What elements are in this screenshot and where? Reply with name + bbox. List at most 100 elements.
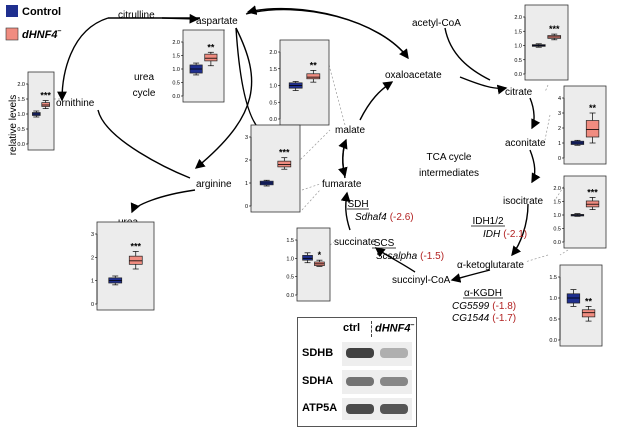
blot-strip-sdhb bbox=[342, 342, 412, 366]
significance-stars: *** bbox=[587, 187, 598, 197]
tick-label: 1.5 bbox=[269, 67, 277, 73]
tick-label: 0 bbox=[91, 302, 94, 308]
western-blot-panel: ctrl dHNF4– SDHB SDHA ATP5A bbox=[297, 317, 417, 427]
tick-label: 0.0 bbox=[286, 293, 294, 299]
tick-label: 1.5 bbox=[549, 275, 557, 281]
enzyme-sdh-gene: Sdhaf4(-2.6) bbox=[355, 212, 414, 223]
legend-mutant-label: dHNF4– bbox=[22, 28, 61, 41]
arrow-malate-oxaloacetate bbox=[359, 81, 394, 121]
label-citrate: citrate bbox=[505, 87, 533, 98]
significance-stars: ** bbox=[310, 60, 318, 70]
significance-stars: ** bbox=[207, 42, 215, 52]
label-succinate: succinate bbox=[334, 237, 377, 248]
arrow-citrate-aconitate bbox=[529, 97, 541, 130]
arrow-oxaloacetate-citrate bbox=[459, 76, 508, 95]
panel-frame bbox=[563, 175, 607, 249]
urea-cycle-label-1: urea bbox=[134, 72, 154, 83]
band-sdhb-ctrl bbox=[346, 348, 374, 358]
boxplot-panels: 0.00.51.01.52.0***0.00.51.01.52.0**0.00.… bbox=[17, 4, 607, 347]
box-mutant bbox=[204, 53, 218, 62]
tick-label: 0.0 bbox=[17, 142, 25, 148]
enzyme-scs: SCS bbox=[374, 238, 395, 249]
blot-strip-atp5a bbox=[342, 398, 412, 420]
band-sdhb-mutant bbox=[380, 348, 408, 358]
band-sdha-ctrl bbox=[346, 377, 374, 386]
tick-label: 0.5 bbox=[553, 227, 561, 233]
tick-label: 1.0 bbox=[549, 296, 557, 302]
label-oxaloacetate: oxaloacetate bbox=[385, 70, 442, 81]
tick-label: 3 bbox=[91, 232, 94, 238]
significance-stars: *** bbox=[279, 148, 290, 158]
tick-label: 1.0 bbox=[514, 44, 522, 50]
tick-label: 1.5 bbox=[286, 238, 294, 244]
box-mutant bbox=[41, 102, 50, 107]
tick-label: 1.0 bbox=[269, 84, 277, 90]
blot-lane-ctrl: ctrl bbox=[343, 322, 361, 334]
y-axis-label: relative levels bbox=[8, 95, 19, 156]
tick-label: 0 bbox=[558, 156, 561, 162]
tick-label: 0.0 bbox=[549, 338, 557, 344]
enzyme-sdh: SDH bbox=[347, 199, 368, 210]
arrow-acetylcoa-citrate bbox=[444, 27, 491, 81]
tick-label: 1 bbox=[91, 279, 94, 285]
tick-label: 0.0 bbox=[172, 94, 180, 100]
arrow-aconitate-isocitrate bbox=[529, 149, 541, 184]
significance-stars: ** bbox=[585, 296, 593, 306]
tick-label: 3 bbox=[245, 135, 248, 141]
tick-label: 0.5 bbox=[514, 58, 522, 64]
arrow-succinylcoa-succinate bbox=[374, 247, 416, 273]
blot-label-atp5a: ATP5A bbox=[302, 402, 338, 414]
blot-strip-sdha bbox=[342, 370, 412, 394]
box-control bbox=[566, 293, 581, 304]
tick-label: 2 bbox=[558, 126, 561, 132]
arrow-ornithine-arginine bbox=[97, 109, 191, 179]
tick-label: 2.0 bbox=[269, 50, 277, 56]
tick-label: 1.0 bbox=[172, 67, 180, 73]
band-atp5a-mutant bbox=[380, 404, 408, 414]
panel-frame bbox=[559, 264, 603, 347]
tick-label: 0.0 bbox=[553, 240, 561, 246]
arrow-malate-fumarate bbox=[338, 139, 348, 178]
box-mutant bbox=[306, 73, 321, 80]
tick-label: 4 bbox=[558, 96, 561, 102]
panel-frame bbox=[27, 71, 55, 151]
boxplot-succinate: 0.00.51.01.5* bbox=[286, 227, 331, 302]
panel-frame bbox=[524, 4, 569, 81]
band-atp5a-ctrl bbox=[346, 404, 374, 414]
boxplot-ornithine: 0.00.51.01.52.0*** bbox=[17, 71, 55, 151]
arrow-isocitrate-akg bbox=[511, 203, 529, 257]
label-aspartate: aspartate bbox=[196, 16, 238, 27]
boxplot-malate: 0.00.51.01.52.0** bbox=[269, 39, 330, 126]
boxplot-isocitrate: 0.00.51.01.52.0*** bbox=[553, 175, 607, 249]
enzyme-idh: IDH1/2 bbox=[472, 216, 504, 227]
tick-label: 2.0 bbox=[553, 186, 561, 192]
panel-frame bbox=[563, 85, 607, 165]
legend-control-label: Control bbox=[22, 6, 61, 18]
tick-label: 0.5 bbox=[549, 317, 557, 323]
tick-label: 1 bbox=[558, 141, 561, 147]
panel-frame bbox=[296, 227, 331, 302]
tick-label: 1.0 bbox=[17, 112, 25, 118]
panel-frame bbox=[96, 221, 155, 311]
tick-label: 3 bbox=[558, 111, 561, 117]
panel-frame bbox=[250, 124, 301, 213]
tick-label: 0.5 bbox=[17, 127, 25, 133]
arrow-succinate-fumarate bbox=[340, 191, 351, 231]
tick-label: 0.5 bbox=[269, 100, 277, 106]
tick-label: 2.0 bbox=[172, 40, 180, 46]
tca-cycle-label-2: intermediates bbox=[419, 168, 479, 179]
panel-frame bbox=[279, 39, 330, 126]
boxplot-citrate: 0.00.51.01.52.0*** bbox=[514, 4, 569, 81]
tca-cycle-label-1: TCA cycle bbox=[426, 152, 471, 163]
label-ornithine: ornithine bbox=[56, 98, 95, 109]
tick-label: 0.5 bbox=[172, 81, 180, 87]
arrow-to-aspartate bbox=[161, 13, 200, 24]
boxplot-aspartate: 0.00.51.01.52.0** bbox=[172, 29, 225, 103]
box-mutant bbox=[277, 160, 292, 168]
significance-stars: * bbox=[318, 250, 322, 260]
box-mutant bbox=[585, 120, 600, 138]
urea-cycle-label-2: cycle bbox=[133, 88, 156, 99]
